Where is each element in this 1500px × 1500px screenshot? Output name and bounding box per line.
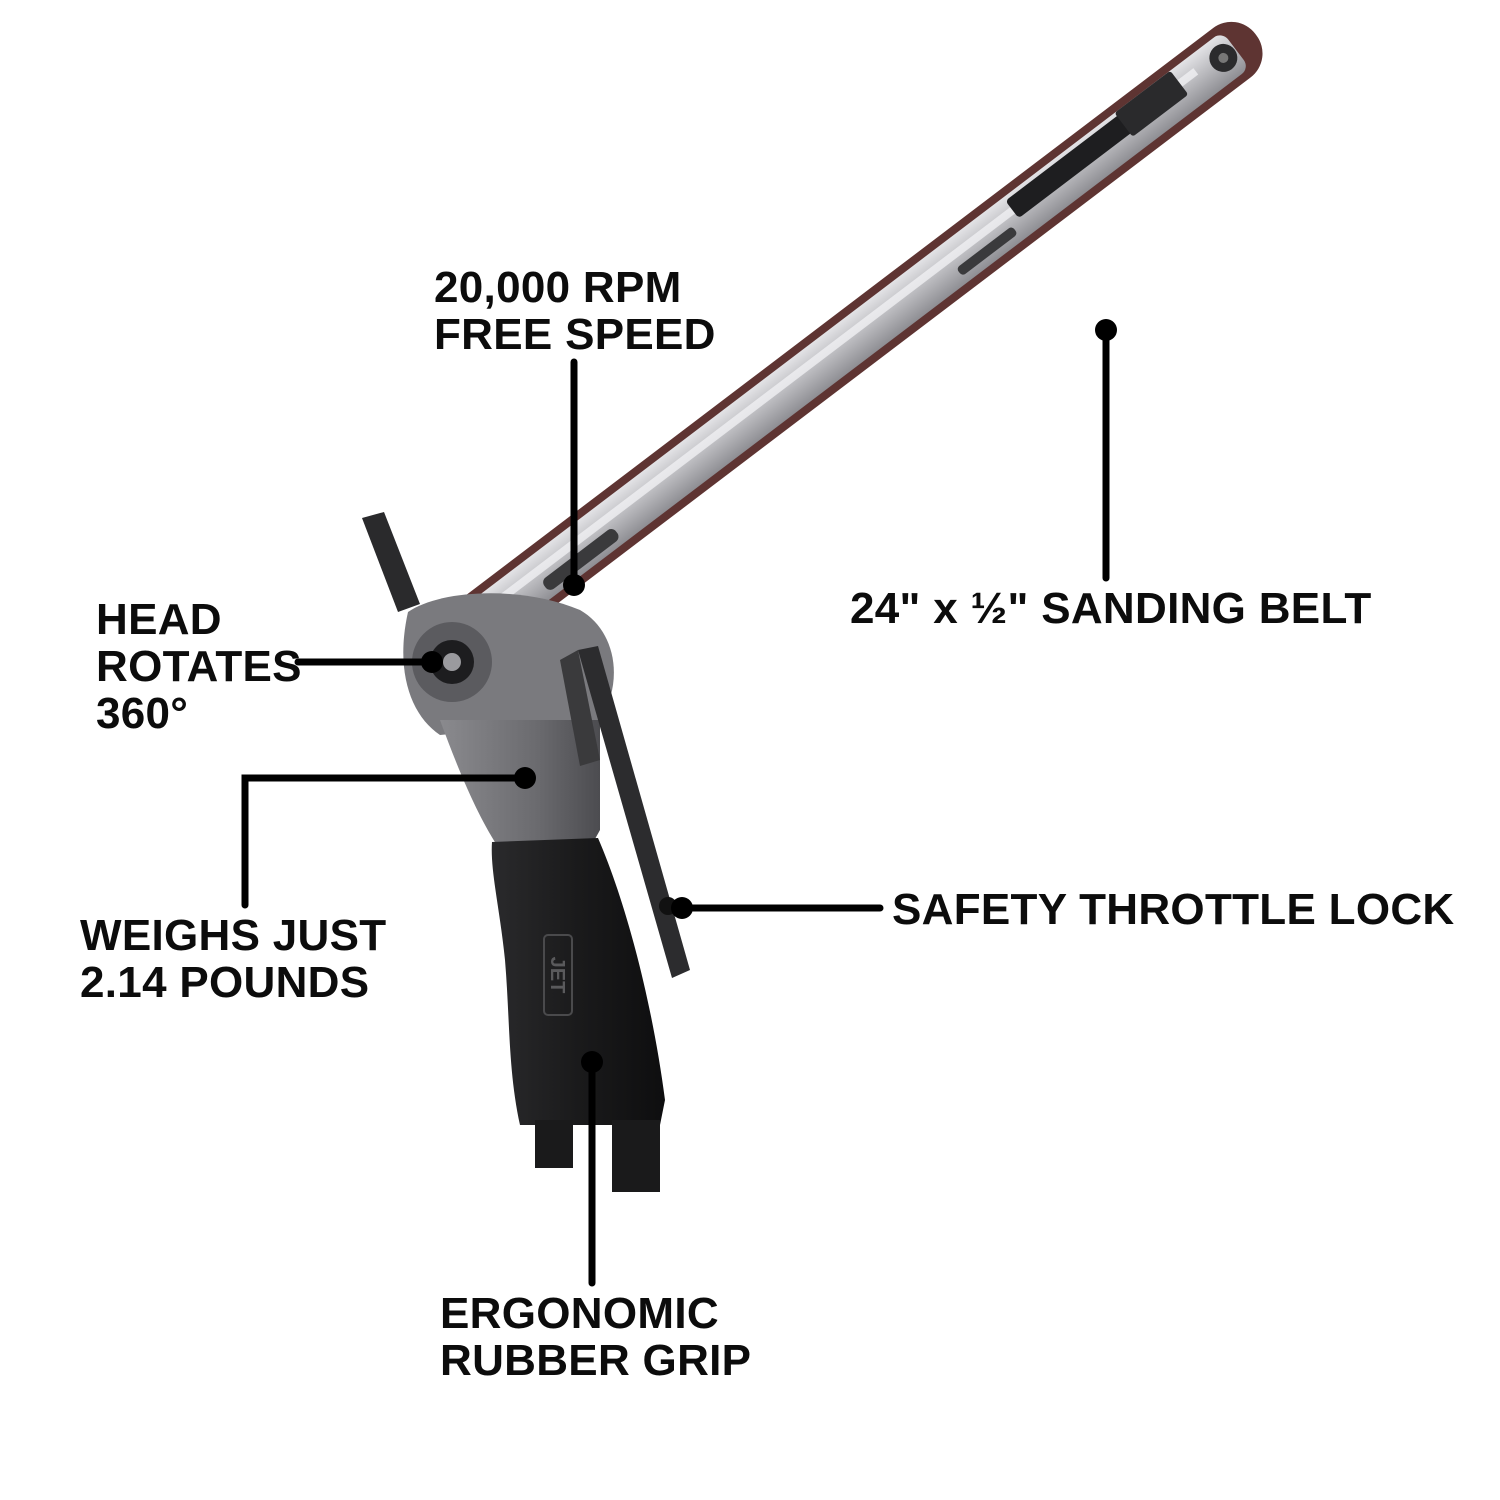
throttle-lever (578, 646, 690, 978)
air-fitting-left (535, 1120, 573, 1168)
lock-callout: SAFETY THROTTLE LOCK (892, 886, 1455, 933)
belt-callout: 24" x ½" SANDING BELT (850, 585, 1372, 632)
weight-callout-line1: WEIGHS JUST (80, 911, 387, 960)
head-callout-line2: ROTATES (96, 642, 302, 691)
rubber-grip (491, 838, 665, 1125)
leader-lines (241, 326, 1110, 1287)
speed-callout-line2: FREE SPEED (434, 310, 716, 359)
weight-callout: WEIGHS JUST 2.14 POUNDS (80, 912, 386, 1006)
lock-callout-line1: SAFETY THROTTLE LOCK (892, 885, 1455, 934)
head-callout-line1: HEAD (96, 595, 222, 644)
leader-weight (241, 774, 529, 909)
grip-callout-line2: RUBBER GRIP (440, 1336, 752, 1385)
leader-endpoints (421, 319, 1117, 1073)
weight-callout-line2: 2.14 POUNDS (80, 958, 370, 1007)
sanding-arm (428, 21, 1263, 670)
grip-callout: ERGONOMIC RUBBER GRIP (440, 1290, 751, 1384)
speed-callout: 20,000 RPM FREE SPEED (434, 264, 716, 358)
head-callout: HEAD ROTATES 360° (96, 596, 302, 737)
air-fitting-right (612, 1120, 660, 1192)
belt-callout-line1: 24" x ½" SANDING BELT (850, 584, 1372, 633)
grip-callout-line1: ERGONOMIC (440, 1289, 719, 1338)
jet-logo: JET (546, 957, 568, 994)
head-callout-line3: 360° (96, 689, 189, 738)
guard-tab (362, 512, 420, 612)
speed-callout-line1: 20,000 RPM (434, 263, 682, 312)
